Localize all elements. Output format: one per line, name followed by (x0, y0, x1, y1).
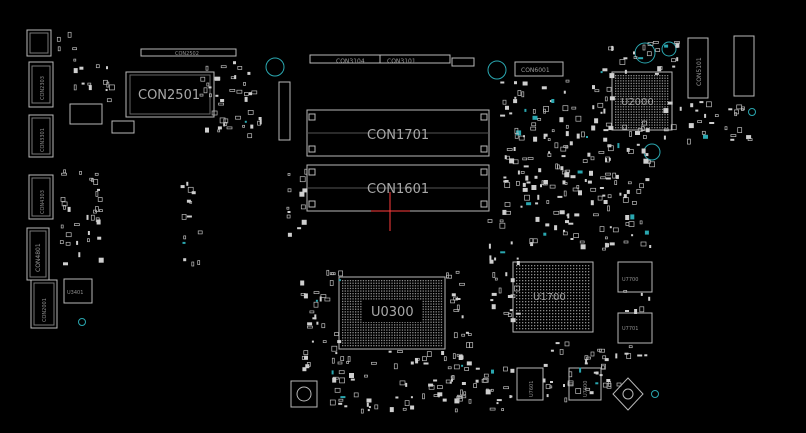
mount-hole (748, 108, 756, 116)
chip-u2000[interactable] (611, 71, 673, 131)
crystal-diamond[interactable] (612, 377, 644, 411)
u1700-label: U1700 (533, 292, 566, 303)
connector-con2502[interactable] (140, 48, 237, 57)
con3301-label: CON3301 (40, 128, 46, 152)
cursor-crosshair (371, 192, 410, 231)
chip-u3401[interactable] (63, 278, 93, 304)
con3101-label: CON3101 (387, 58, 416, 65)
con5101-label: CON5101 (696, 57, 703, 86)
u0300-label: U0300 (371, 305, 414, 320)
inductor-u7600[interactable] (568, 367, 602, 401)
slot-con1701[interactable] (306, 109, 490, 157)
con4801-label: CON4801 (35, 243, 42, 272)
smd-components (56, 31, 753, 414)
con6001-label: CON6001 (521, 67, 550, 74)
mount-hole (651, 390, 659, 398)
u7700-label: U7700 (622, 277, 638, 283)
mount-hole (265, 57, 285, 77)
connector-con2001[interactable] (30, 279, 58, 329)
connector-con6001[interactable] (514, 61, 564, 77)
bga-grid-u2000 (615, 75, 669, 129)
connector-con3104[interactable] (309, 54, 451, 64)
u2000-label: U2000 (621, 97, 654, 108)
connector-con3301[interactable] (28, 114, 54, 158)
connector-con5101[interactable] (687, 35, 755, 99)
mount-hole (487, 60, 507, 80)
small-connector[interactable] (451, 57, 475, 67)
con1701-label: CON1701 (367, 128, 429, 143)
connector-con4303[interactable] (28, 174, 54, 220)
con2303-label: CON2303 (40, 76, 46, 100)
connector-con4301[interactable] (26, 29, 52, 57)
connector-con2501[interactable] (125, 71, 215, 118)
con3601-block[interactable] (69, 103, 135, 134)
connector-vertical[interactable] (278, 81, 291, 141)
con2501-label: CON2501 (138, 88, 200, 103)
chip-u7700[interactable] (617, 261, 653, 293)
chip-u0300[interactable] (338, 276, 446, 350)
mount-hole (661, 41, 677, 57)
con2502-label: CON2502 (175, 51, 199, 57)
con4303-label: CON4303 (40, 190, 46, 214)
con1601-label: CON1601 (367, 182, 429, 197)
u3401-label: U3401 (67, 290, 83, 296)
inductor-u7601[interactable] (516, 367, 544, 401)
con3104-label: CON3104 (336, 58, 365, 65)
u7701-label: U7701 (622, 326, 638, 332)
u7601-label: U7601 (529, 381, 535, 397)
mount-hole (78, 318, 86, 326)
connector-con2303[interactable] (28, 61, 54, 108)
con2001-label: CON2001 (42, 298, 48, 322)
switch-square[interactable] (290, 380, 318, 408)
